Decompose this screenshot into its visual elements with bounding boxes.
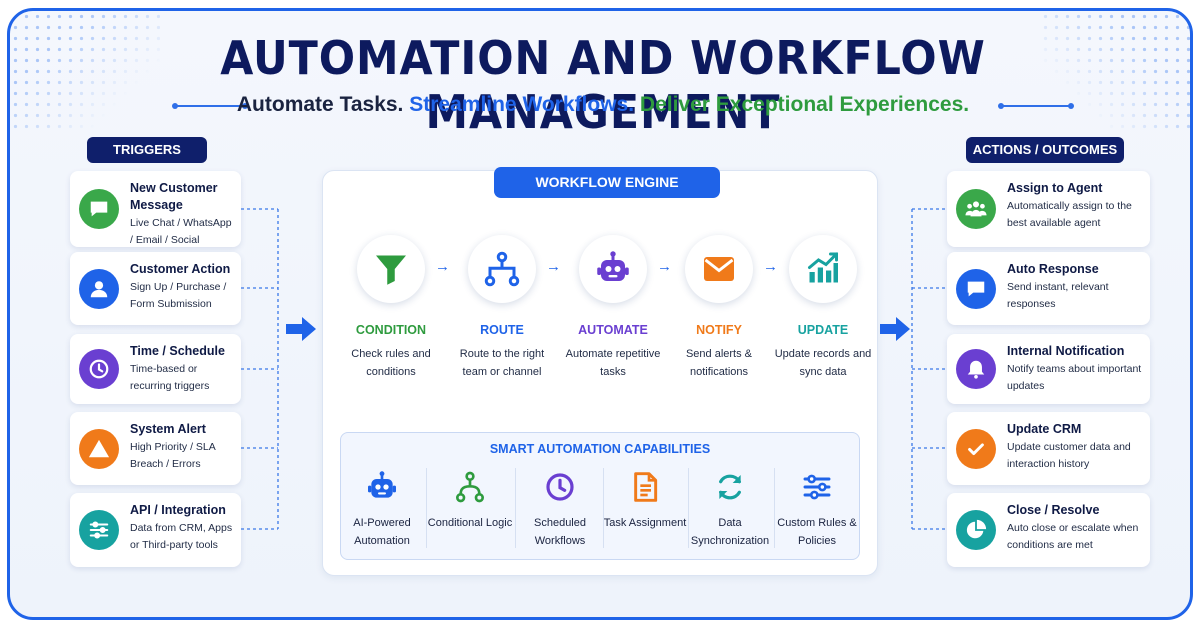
arrow-right-icon xyxy=(880,317,910,341)
outcome-description: Automatically assign to the best availab… xyxy=(1007,200,1132,229)
trigger-description: Data from CRM, Apps or Third-party tools xyxy=(130,522,233,551)
sliders-icon xyxy=(79,510,119,550)
team-icon xyxy=(956,189,996,229)
mail-icon xyxy=(685,235,753,303)
check-icon xyxy=(956,429,996,469)
outcome-description: Auto close or escalate when conditions a… xyxy=(1007,522,1139,551)
step-description: Send alerts & notifications xyxy=(685,348,753,378)
step-name: UPDATE xyxy=(797,323,849,337)
step-name: AUTOMATE xyxy=(578,323,648,337)
branch-icon xyxy=(452,469,488,505)
outcome-title: Internal Notification xyxy=(1007,344,1125,358)
workflow-engine-label: WORKFLOW ENGINE xyxy=(494,167,720,198)
document-icon xyxy=(627,469,663,505)
warning-icon xyxy=(79,429,119,469)
step-name: NOTIFY xyxy=(696,323,742,337)
step-description: Route to the right team or channel xyxy=(459,348,545,378)
capability-label: Conditional Logic xyxy=(427,517,513,529)
arrow-right-icon: → xyxy=(763,258,778,275)
arrow-right-icon: → xyxy=(435,258,450,275)
route-icon xyxy=(468,235,536,303)
bell-icon xyxy=(956,349,996,389)
capability-label: Data Synchronization xyxy=(690,517,770,547)
trigger-title: New Customer Message xyxy=(130,181,218,212)
trigger-title: Time / Schedule xyxy=(130,344,225,358)
triggers-label: TRIGGERS xyxy=(87,137,207,163)
sync-icon xyxy=(712,469,748,505)
subtitle-divider xyxy=(172,103,248,109)
trigger-title: API / Integration xyxy=(130,503,226,517)
step-name: CONDITION xyxy=(355,323,427,337)
page-subtitle: Automate Tasks. Streamline Workflows. De… xyxy=(10,93,1190,117)
trigger-description: Sign Up / Purchase / Form Submission xyxy=(130,281,227,310)
pie-icon xyxy=(956,510,996,550)
user-icon xyxy=(79,269,119,309)
robot-icon xyxy=(579,235,647,303)
trigger-description: Live Chat / WhatsApp / Email / Social xyxy=(130,217,232,246)
decorative-dots xyxy=(10,11,160,131)
outcome-title: Auto Response xyxy=(1007,262,1099,276)
outcome-title: Assign to Agent xyxy=(1007,181,1103,195)
clock-icon xyxy=(542,469,578,505)
outcomes-label: ACTIONS / OUTCOMES xyxy=(966,137,1124,163)
capability-label: Custom Rules & Policies xyxy=(777,517,857,547)
funnel-icon xyxy=(357,235,425,303)
subtitle-part-2: Streamline Workflows. xyxy=(409,93,635,116)
step-description: Check rules and conditions xyxy=(351,348,431,378)
subtitle-part-3: Deliver Exceptional Experiences. xyxy=(639,93,970,116)
capabilities-title: SMART AUTOMATION CAPABILITIES xyxy=(489,442,711,456)
arrow-right-icon: → xyxy=(546,258,561,275)
subtitle-part-1: Automate Tasks. xyxy=(236,93,404,116)
chat-icon xyxy=(956,269,996,309)
chat-icon xyxy=(79,189,119,229)
capability-divider xyxy=(688,468,689,548)
trigger-title: System Alert xyxy=(130,422,206,436)
decorative-dots xyxy=(1040,11,1190,131)
page-title: AUTOMATION AND WORKFLOW MANAGEMENT xyxy=(220,31,986,139)
arrow-right-icon: → xyxy=(657,258,672,275)
trigger-description: Time-based or recurring triggers xyxy=(130,363,210,392)
trigger-title: Customer Action xyxy=(130,262,231,276)
step-name: ROUTE xyxy=(480,323,524,337)
subtitle-divider xyxy=(998,103,1074,109)
clock-icon xyxy=(79,349,119,389)
outcome-title: Update CRM xyxy=(1007,422,1082,436)
arrow-right-icon xyxy=(286,317,316,341)
trigger-description: High Priority / SLA Breach / Errors xyxy=(130,441,216,470)
chart-icon xyxy=(789,235,857,303)
outcome-card: Update CRM Update customer data and inter… xyxy=(947,412,1150,485)
outcome-description: Notify teams about important updates xyxy=(1007,363,1142,392)
step-description: Update records and sync data xyxy=(774,348,872,378)
outcome-title: Close / Resolve xyxy=(1007,503,1100,517)
capability-divider xyxy=(515,468,516,548)
capability-label: AI-Powered Automation xyxy=(353,517,411,547)
sliders-icon xyxy=(799,469,835,505)
capability-divider xyxy=(426,468,427,548)
outcome-description: Send instant, relevant responses xyxy=(1007,281,1109,310)
capability-label: Scheduled Workflows xyxy=(534,517,586,547)
step-description: Automate repetitive tasks xyxy=(565,348,661,378)
robot-icon xyxy=(364,469,400,505)
outcome-description: Update customer data and interaction his… xyxy=(1007,441,1131,470)
capability-divider xyxy=(774,468,775,548)
capability-label: Task Assignment xyxy=(603,517,687,529)
capability-divider xyxy=(603,468,604,548)
